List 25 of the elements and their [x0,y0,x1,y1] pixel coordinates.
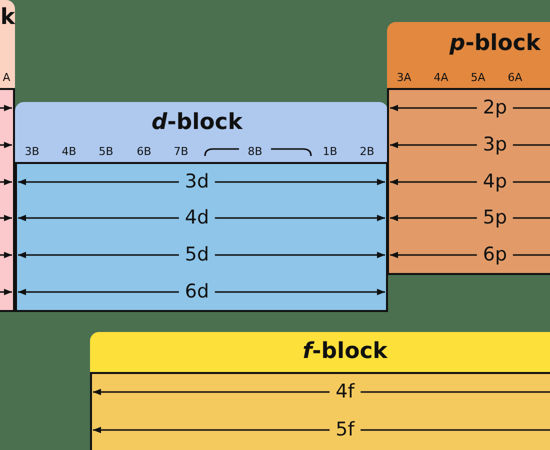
group-label: 4A [434,72,448,84]
subshell-label: 2p [476,98,514,118]
group-label: 5A [470,72,486,84]
group-label: 5B [98,146,114,158]
group-label: 3B [24,146,40,158]
group-label: A [2,72,10,84]
group-label: 2B [360,146,374,158]
group-label: 3A [396,72,412,84]
group-label: 8B [248,146,262,158]
group-label: 6B [136,146,152,158]
block-heading: d-block [152,110,242,136]
block-heading: p-block [450,32,540,56]
block-panel [15,102,388,312]
block-panel [387,22,550,275]
group-label: 7B [174,146,188,158]
subshell-label: 5p [476,208,514,228]
block-panel [90,332,550,450]
group-label: 1B [322,146,338,158]
group-label: 4B [62,146,76,158]
subshell-label: 3p [476,134,514,156]
block-heading: k [0,6,15,30]
subshell-label: 4p [476,172,514,192]
subshell-label: 6p [476,244,514,266]
block-heading: f-block [302,340,388,364]
group-label: 6A [508,72,522,84]
